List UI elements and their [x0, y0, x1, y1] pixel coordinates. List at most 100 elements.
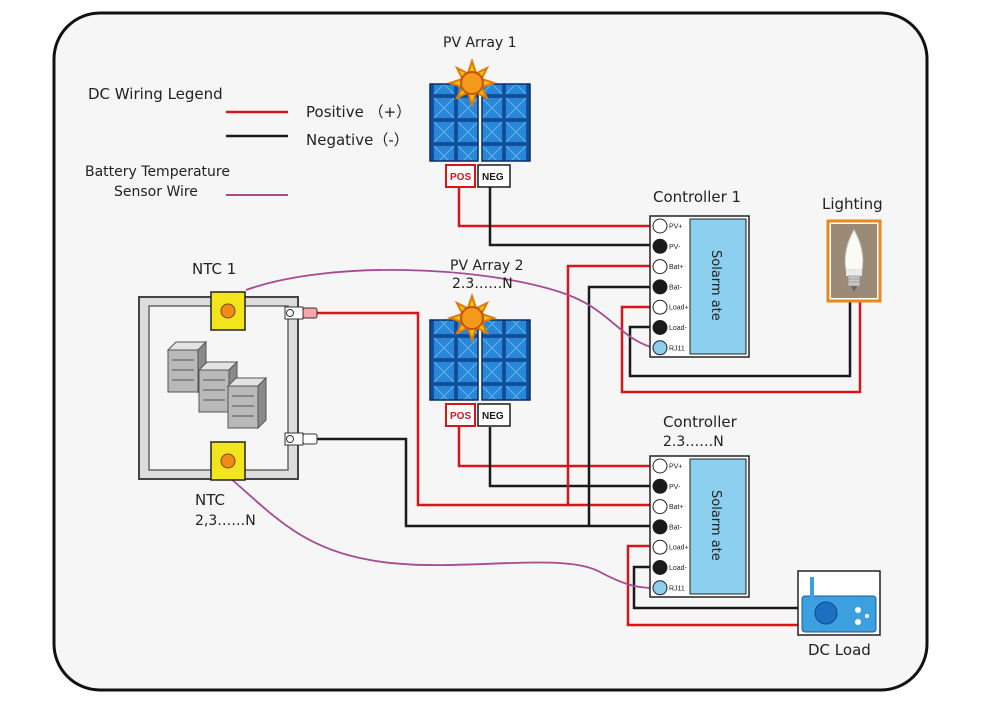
terminal-label: RJ11: [669, 345, 685, 352]
wire-dcload-negative: [632, 565, 800, 610]
terminal-label: PV-: [669, 484, 681, 491]
sun-icon: [449, 295, 495, 341]
sensor-wire-ntcn: [229, 477, 655, 589]
pv-array-2-subtitle: 2.3……N: [452, 276, 513, 292]
pv-array-1-title: PV Array 1: [443, 35, 517, 51]
ntc-n-sensor: [210, 441, 246, 481]
terminal-label: RJ11: [669, 585, 685, 592]
terminal-load-negpos: [652, 539, 668, 555]
pv-array-1-neg-box: [477, 164, 511, 188]
ntc-1-sensor-dot: [220, 303, 236, 319]
terminal-label: PV-: [669, 244, 681, 251]
lighting: Lighting: [822, 195, 883, 303]
legend-title: DC Wiring Legend: [88, 85, 223, 103]
legend-positive-label: Positive （+）: [306, 103, 411, 121]
controller-n-title: Controller: [663, 413, 738, 431]
ntc-1: NTC 1: [192, 260, 246, 331]
terminal-bat-neg: [652, 279, 668, 295]
battery-server-icon: [227, 377, 267, 429]
sensor-wire-ntc1: [245, 269, 655, 349]
terminal-bat-negpos: [652, 259, 668, 275]
terminal-label: Bat+: [669, 264, 684, 271]
wire-bat1-positive: [566, 264, 654, 505]
controller-n: Controller 2.3……N Solarm ate PV+ PV- Bat+ B…: [649, 413, 750, 598]
wire-lighting-negative: [628, 300, 852, 378]
terminal-label: PV+: [669, 224, 682, 231]
pv-array-2-neg-label: NEG: [482, 411, 504, 422]
pv-array-2: PV Array 2 2.3……N POS NEG: [429, 258, 531, 427]
wire-pv1-positive: [457, 187, 654, 228]
sensor-wires: [229, 269, 655, 589]
terminal-pv-negpos: [652, 458, 668, 474]
ntc-n-sublabel: 2,3……N: [195, 513, 256, 529]
wire-dcload-positive: [626, 544, 800, 627]
ntc-n-sensor-dot: [220, 453, 236, 469]
wire-battery-negative: [314, 437, 654, 528]
ntc-1-label: NTC 1: [192, 260, 236, 278]
pv-array-2-pos-label: POS: [450, 411, 471, 422]
terminal-load-neg: [652, 320, 668, 335]
pv-array-1: PV Array 1 POS NEG: [429, 35, 531, 188]
legend-negative-label: Negative（-）: [306, 131, 409, 149]
battery-negative-terminal: [284, 432, 318, 446]
wire-pv1-negative: [488, 187, 654, 247]
radio-antenna-icon: [810, 577, 814, 597]
legend-sensor-line2: Sensor Wire: [114, 184, 198, 200]
controller-n-terminals: PV+ PV- Bat+ Bat- Load+ Load- RJ11: [652, 458, 689, 596]
terminal-bat-negpos: [652, 499, 668, 515]
pv-array-2-pos-box: [445, 403, 476, 427]
terminal-rj11: [652, 340, 668, 356]
wire-pv2-negative: [488, 427, 654, 488]
terminal-label: Bat+: [669, 504, 684, 511]
legend-sensor-line1: Battery Temperature: [85, 164, 230, 180]
wire-lighting-positive: [620, 300, 862, 394]
controller-1-terminals: PV+ PV- Bat+ Bat- Load+ Load- RJ11: [652, 218, 689, 356]
terminal-load-negpos: [652, 299, 668, 315]
terminal-label: Load-: [669, 325, 688, 332]
radio-speaker-icon: [814, 601, 838, 625]
controller-1-display-text: Solarm ate: [708, 250, 723, 321]
terminal-label: Load-: [669, 565, 688, 572]
wire-battery-positive: [314, 311, 654, 507]
wires: [314, 187, 862, 627]
pv-array-1-neg-label: NEG: [482, 172, 504, 183]
controller-1-display: [689, 218, 747, 355]
sun-icon: [449, 60, 495, 106]
dc-load: DC Load: [797, 570, 881, 659]
terminal-label: PV+: [669, 464, 682, 471]
terminal-pv-neg: [652, 238, 668, 254]
terminal-rj11: [652, 580, 668, 596]
wire-bat1-negative: [587, 285, 654, 526]
radio-knob-icon: [855, 619, 861, 625]
ntc-n: NTC 2,3……N: [195, 441, 256, 529]
terminal-label: Load+: [669, 305, 689, 312]
pv-array-2-neg-box: [477, 403, 511, 427]
battery-positive-terminal: [284, 306, 318, 320]
terminal-bat-neg: [652, 519, 668, 535]
controller-1-title: Controller 1: [653, 188, 741, 206]
terminal-pv-negpos: [652, 218, 668, 234]
dc-load-body: [801, 595, 877, 633]
pv-array-2-panel-right: [481, 319, 531, 401]
controller-n-display-text: Solarm ate: [708, 490, 723, 561]
ntc-n-label: NTC: [195, 491, 225, 509]
pv-array-1-pos-box: [445, 164, 476, 188]
terminal-label: Bat-: [669, 284, 683, 291]
legend: DC Wiring Legend Positive （+） Negative（-…: [85, 85, 411, 200]
controller-n-subtitle: 2.3……N: [663, 434, 724, 450]
pv-array-1-pos-label: POS: [450, 172, 471, 183]
radio-knob-icon: [855, 607, 861, 613]
terminal-load-neg: [652, 560, 668, 575]
terminal-pv-neg: [652, 478, 668, 494]
terminal-label: Bat-: [669, 524, 683, 531]
pv-array-2-title: PV Array 2: [450, 258, 524, 274]
terminal-label: Load+: [669, 545, 689, 552]
lighting-label: Lighting: [822, 195, 883, 213]
pv-array-1-panel-right: [481, 83, 531, 162]
controller-1: Controller 1 Solarm ate PV+ PV- Bat+ Bat- Lo…: [649, 188, 750, 358]
bulb-icon: [844, 228, 864, 292]
controller-n-display: [689, 458, 747, 595]
radio-knob-icon: [865, 614, 869, 618]
dc-load-label: DC Load: [808, 641, 871, 659]
